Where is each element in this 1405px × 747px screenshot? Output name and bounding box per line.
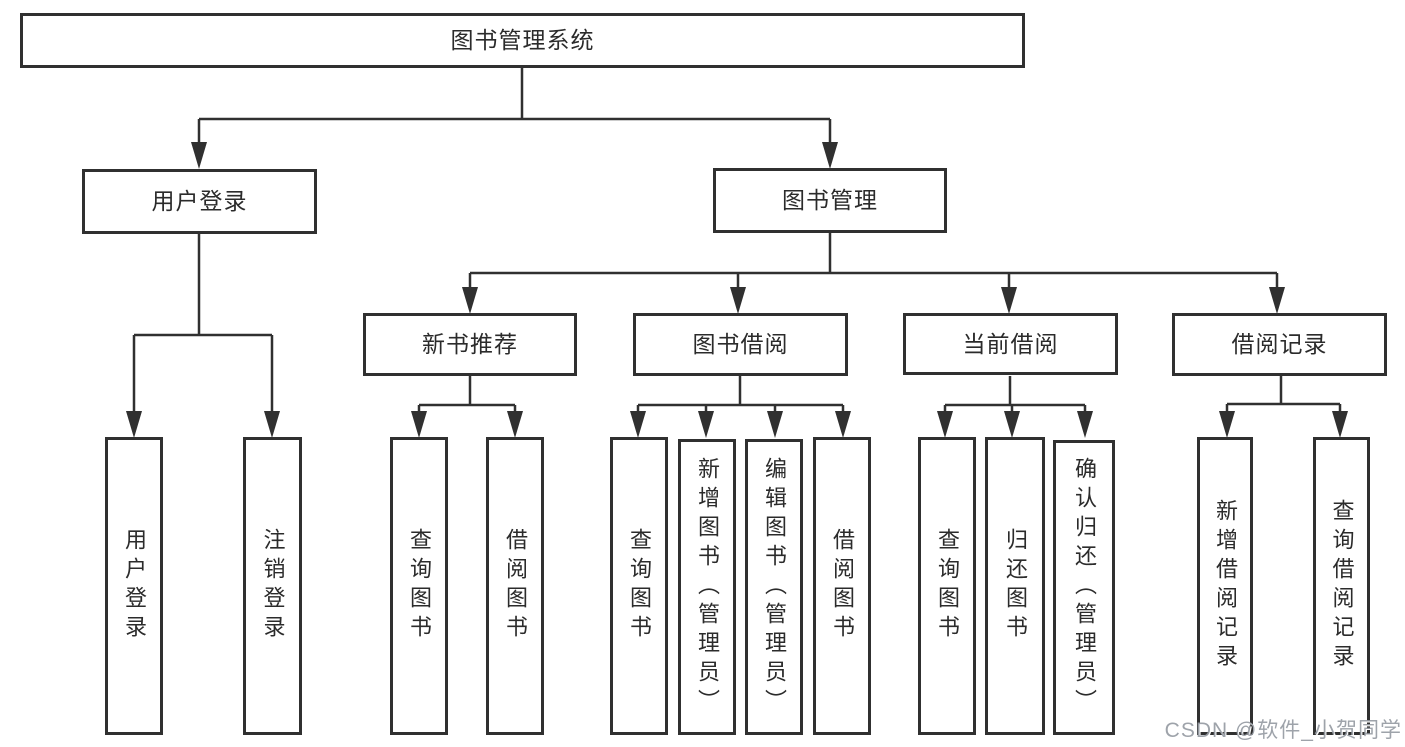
leaf-user-login: 用户登录 (105, 437, 163, 735)
node-label: 借阅图书 (503, 528, 528, 644)
leaf-borrow-books: 借阅图书 (813, 437, 871, 735)
leaf-logout: 注销登录 (243, 437, 302, 735)
leaf-query-books-current: 查询图书 (918, 437, 976, 735)
node-root-library-system: 图书管理系统 (20, 13, 1025, 68)
leaf-query-borrow-record: 查询借阅记录 (1313, 437, 1370, 735)
node-label: 查询图书 (407, 528, 432, 644)
arrowheads (126, 142, 1348, 438)
leaf-confirm-return-admin: 确认归还（管理员） (1053, 440, 1115, 735)
node-current-borrow: 当前借阅 (903, 313, 1118, 375)
leaf-query-books-borrow: 查询图书 (610, 437, 668, 735)
node-book-management: 图书管理 (713, 168, 947, 233)
node-label: 新增借阅记录 (1213, 499, 1238, 673)
node-book-borrow: 图书借阅 (633, 313, 848, 376)
node-borrow-records: 借阅记录 (1172, 313, 1387, 376)
csdn-watermark: CSDN @软件_小贺同学 (1164, 719, 1402, 742)
node-user-login: 用户登录 (82, 169, 317, 234)
node-label: 用户登录 (122, 528, 147, 644)
node-label: 查询图书 (935, 528, 960, 644)
node-label: 归还图书 (1003, 528, 1028, 644)
node-label: 编辑图书（管理员） (762, 456, 787, 718)
node-new-book-recommend: 新书推荐 (363, 313, 577, 376)
node-label: 注销登录 (260, 528, 286, 644)
leaf-edit-books-admin: 编辑图书（管理员） (745, 439, 803, 735)
node-label: 查询借阅记录 (1329, 499, 1355, 673)
node-label: 图书管理 (782, 187, 878, 213)
node-label: 查询图书 (627, 528, 652, 644)
node-label: 图书借阅 (692, 331, 789, 357)
node-label: 图书管理系统 (450, 27, 595, 53)
node-label: 新增图书（管理员） (695, 456, 720, 718)
node-label: 确认归还（管理员） (1072, 457, 1097, 718)
leaf-add-borrow-record: 新增借阅记录 (1197, 437, 1253, 735)
leaf-query-books-recommend: 查询图书 (390, 437, 448, 735)
node-label: 借阅记录 (1231, 331, 1328, 357)
leaf-borrow-books-recommend: 借阅图书 (486, 437, 544, 735)
node-label: 用户登录 (151, 188, 248, 214)
node-label: 当前借阅 (962, 330, 1059, 357)
node-label: 新书推荐 (422, 331, 518, 357)
leaf-add-books-admin: 新增图书（管理员） (678, 439, 736, 735)
leaf-return-books: 归还图书 (985, 437, 1045, 735)
node-label: 借阅图书 (830, 528, 855, 644)
